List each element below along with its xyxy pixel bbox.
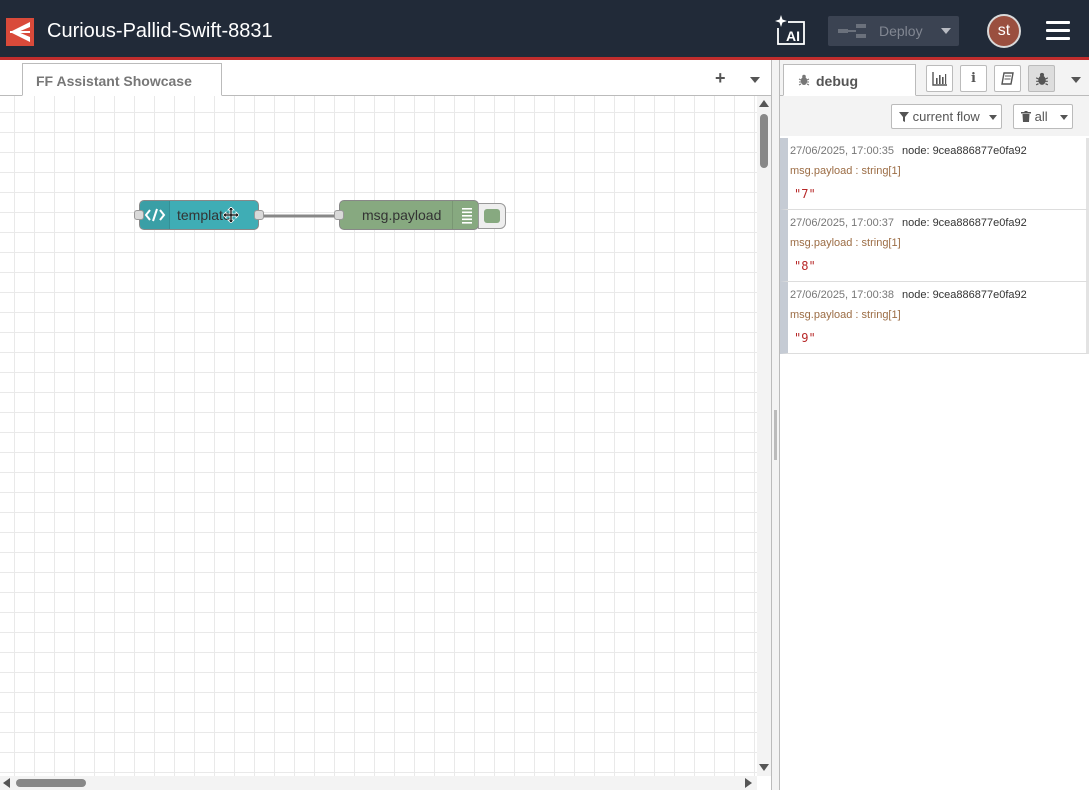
debug-tab-button[interactable] xyxy=(1028,65,1055,92)
user-avatar[interactable]: st xyxy=(987,14,1021,48)
app-header: Curious-Pallid-Swift-8831 AI Deploy st xyxy=(0,0,1089,60)
wire[interactable] xyxy=(0,96,757,776)
debug-toolbar: current flow all xyxy=(780,96,1089,136)
ai-label: AI xyxy=(786,28,800,44)
canvas-vertical-scrollbar[interactable] xyxy=(757,96,771,776)
tab-ff-assistant-showcase[interactable]: FF Assistant Showcase xyxy=(22,63,222,96)
ai-sparkle-icon: AI xyxy=(774,14,808,46)
message-node-id[interactable]: node: 9cea886877e0fa92 xyxy=(902,145,1027,157)
canvas-horizontal-scrollbar[interactable] xyxy=(0,776,757,790)
app-title: Curious-Pallid-Swift-8831 xyxy=(47,20,273,43)
message-timestamp: 27/06/2025, 17:00:35 xyxy=(790,145,894,157)
message-value[interactable]: "8" xyxy=(794,259,816,273)
message-meta: 27/06/2025, 17:00:35 node: 9cea886877e0fa… xyxy=(790,145,1027,157)
debug-message[interactable]: 27/06/2025, 17:00:37 node: 9cea886877e0fa… xyxy=(780,210,1089,282)
debug-message[interactable]: 27/06/2025, 17:00:35 node: 9cea886877e0fa… xyxy=(780,138,1089,210)
filter-label: current flow xyxy=(913,109,980,124)
message-timestamp: 27/06/2025, 17:00:38 xyxy=(790,289,894,301)
book-icon xyxy=(1001,72,1015,86)
clear-label: all xyxy=(1035,109,1048,124)
message-value[interactable]: "9" xyxy=(794,331,816,345)
flow-list-chevron-icon[interactable] xyxy=(750,77,760,83)
bug-icon xyxy=(1035,72,1049,86)
dashboard-tab-button[interactable] xyxy=(926,65,953,92)
debug-input-port[interactable] xyxy=(334,210,344,220)
horizontal-scroll-thumb[interactable] xyxy=(16,779,86,787)
message-timestamp: 27/06/2025, 17:00:37 xyxy=(790,217,894,229)
info-tab-button[interactable]: i xyxy=(960,65,987,92)
message-node-id[interactable]: node: 9cea886877e0fa92 xyxy=(902,217,1027,229)
flowfuse-logo-icon xyxy=(6,18,34,46)
sidebar-tabs: debug i xyxy=(780,60,1089,96)
message-meta: 27/06/2025, 17:00:37 node: 9cea886877e0fa… xyxy=(790,217,1027,229)
sidebar: debug i xyxy=(780,60,1089,790)
debug-message[interactable]: 27/06/2025, 17:00:38 node: 9cea886877e0fa… xyxy=(780,282,1089,354)
scroll-right-icon[interactable] xyxy=(745,778,752,788)
scroll-up-icon[interactable] xyxy=(759,100,769,107)
trash-icon xyxy=(1021,111,1031,122)
tab-debug[interactable]: debug xyxy=(783,64,916,96)
deploy-icon xyxy=(838,24,868,38)
message-topic: msg.payload : string[1] xyxy=(790,237,901,249)
workspace-tabs: FF Assistant Showcase + xyxy=(0,60,771,96)
move-cursor-icon xyxy=(223,207,239,223)
message-value[interactable]: "7" xyxy=(794,187,816,201)
ai-assistant-button[interactable]: AI xyxy=(774,14,808,46)
filter-messages-button[interactable]: current flow xyxy=(891,104,1002,129)
message-topic: msg.payload : string[1] xyxy=(790,165,901,177)
vertical-scroll-thumb[interactable] xyxy=(760,114,768,168)
deploy-label: Deploy xyxy=(879,23,923,39)
clear-messages-button[interactable]: all xyxy=(1013,104,1073,129)
bar-chart-icon xyxy=(932,72,948,86)
message-meta: 27/06/2025, 17:00:38 node: 9cea886877e0fa… xyxy=(790,289,1027,301)
scroll-down-icon[interactable] xyxy=(759,764,769,771)
deploy-button[interactable]: Deploy xyxy=(828,16,959,46)
main-menu-icon[interactable] xyxy=(1046,21,1070,41)
flow-canvas[interactable]: template msg.payload xyxy=(0,96,757,776)
debug-node-label: msg.payload xyxy=(362,207,441,223)
debug-tab-label: debug xyxy=(816,73,858,89)
template-output-port[interactable] xyxy=(254,210,264,220)
debug-message-list: 27/06/2025, 17:00:35 node: 9cea886877e0fa… xyxy=(780,138,1089,354)
bug-icon xyxy=(798,74,810,86)
sidebar-splitter[interactable] xyxy=(771,60,780,790)
add-flow-icon[interactable]: + xyxy=(715,68,726,89)
sidebar-menu-chevron-icon[interactable] xyxy=(1071,77,1081,83)
filter-icon xyxy=(899,112,909,122)
message-node-id[interactable]: node: 9cea886877e0fa92 xyxy=(902,289,1027,301)
help-tab-button[interactable] xyxy=(994,65,1021,92)
debug-toggle-button[interactable] xyxy=(478,203,506,229)
deploy-options-chevron-icon[interactable] xyxy=(941,28,951,34)
scroll-left-icon[interactable] xyxy=(3,778,10,788)
template-input-port[interactable] xyxy=(134,210,144,220)
template-icon xyxy=(140,201,170,229)
debug-list-icon xyxy=(452,201,479,229)
template-node[interactable]: template xyxy=(139,200,259,230)
debug-node[interactable]: msg.payload xyxy=(339,200,479,230)
message-topic: msg.payload : string[1] xyxy=(790,309,901,321)
